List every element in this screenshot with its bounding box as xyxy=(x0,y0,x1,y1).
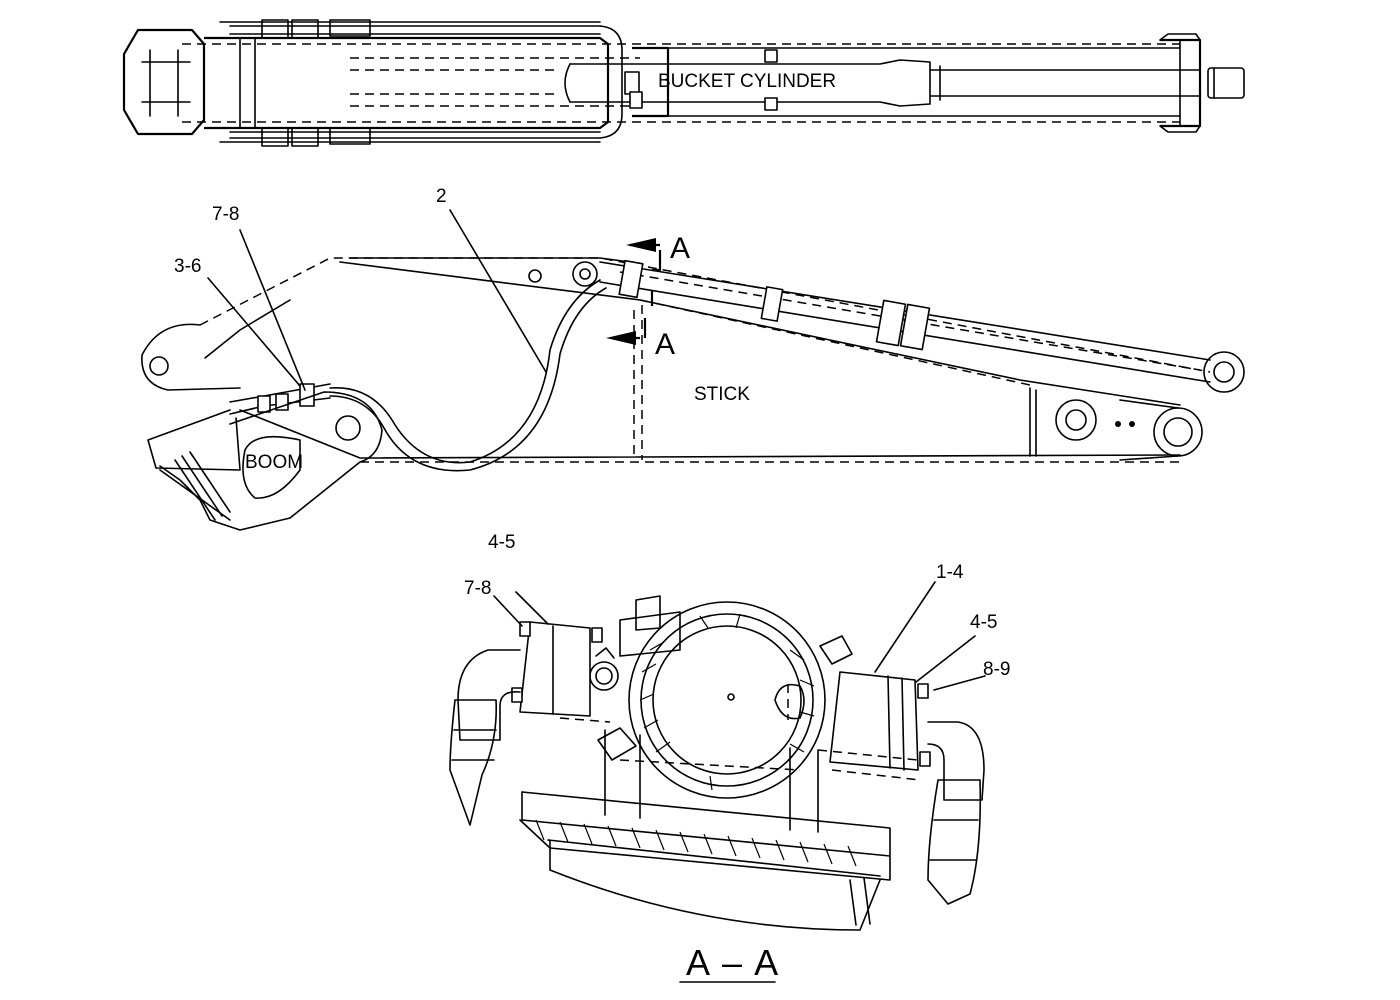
callout-7-8-section: 7-8 xyxy=(464,578,491,599)
boom-label: BOOM xyxy=(245,452,303,473)
section-view: 4-5 7-8 1-4 4-5 8-9 A – A xyxy=(449,532,1010,983)
callout-8-9: 8-9 xyxy=(983,659,1010,680)
section-title: A – A xyxy=(686,942,780,983)
section-mark-lower: A xyxy=(655,328,675,361)
callout-4-5-left: 4-5 xyxy=(488,532,515,553)
callout-1-4: 1-4 xyxy=(936,562,964,583)
callout-3-6-side: 3-6 xyxy=(174,256,201,277)
side-view: A A BOOM STICK 7-8 3-6 2 xyxy=(141,186,1245,531)
top-view: BUCKET CYLINDER xyxy=(122,19,1245,147)
stick-label: STICK xyxy=(694,384,750,405)
section-mark-upper: A xyxy=(670,232,690,265)
callout-2-side: 2 xyxy=(436,186,447,207)
callout-7-8-side: 7-8 xyxy=(212,204,239,225)
bucket-cylinder-label: BUCKET CYLINDER xyxy=(658,71,836,92)
callout-4-5-right: 4-5 xyxy=(970,612,997,633)
